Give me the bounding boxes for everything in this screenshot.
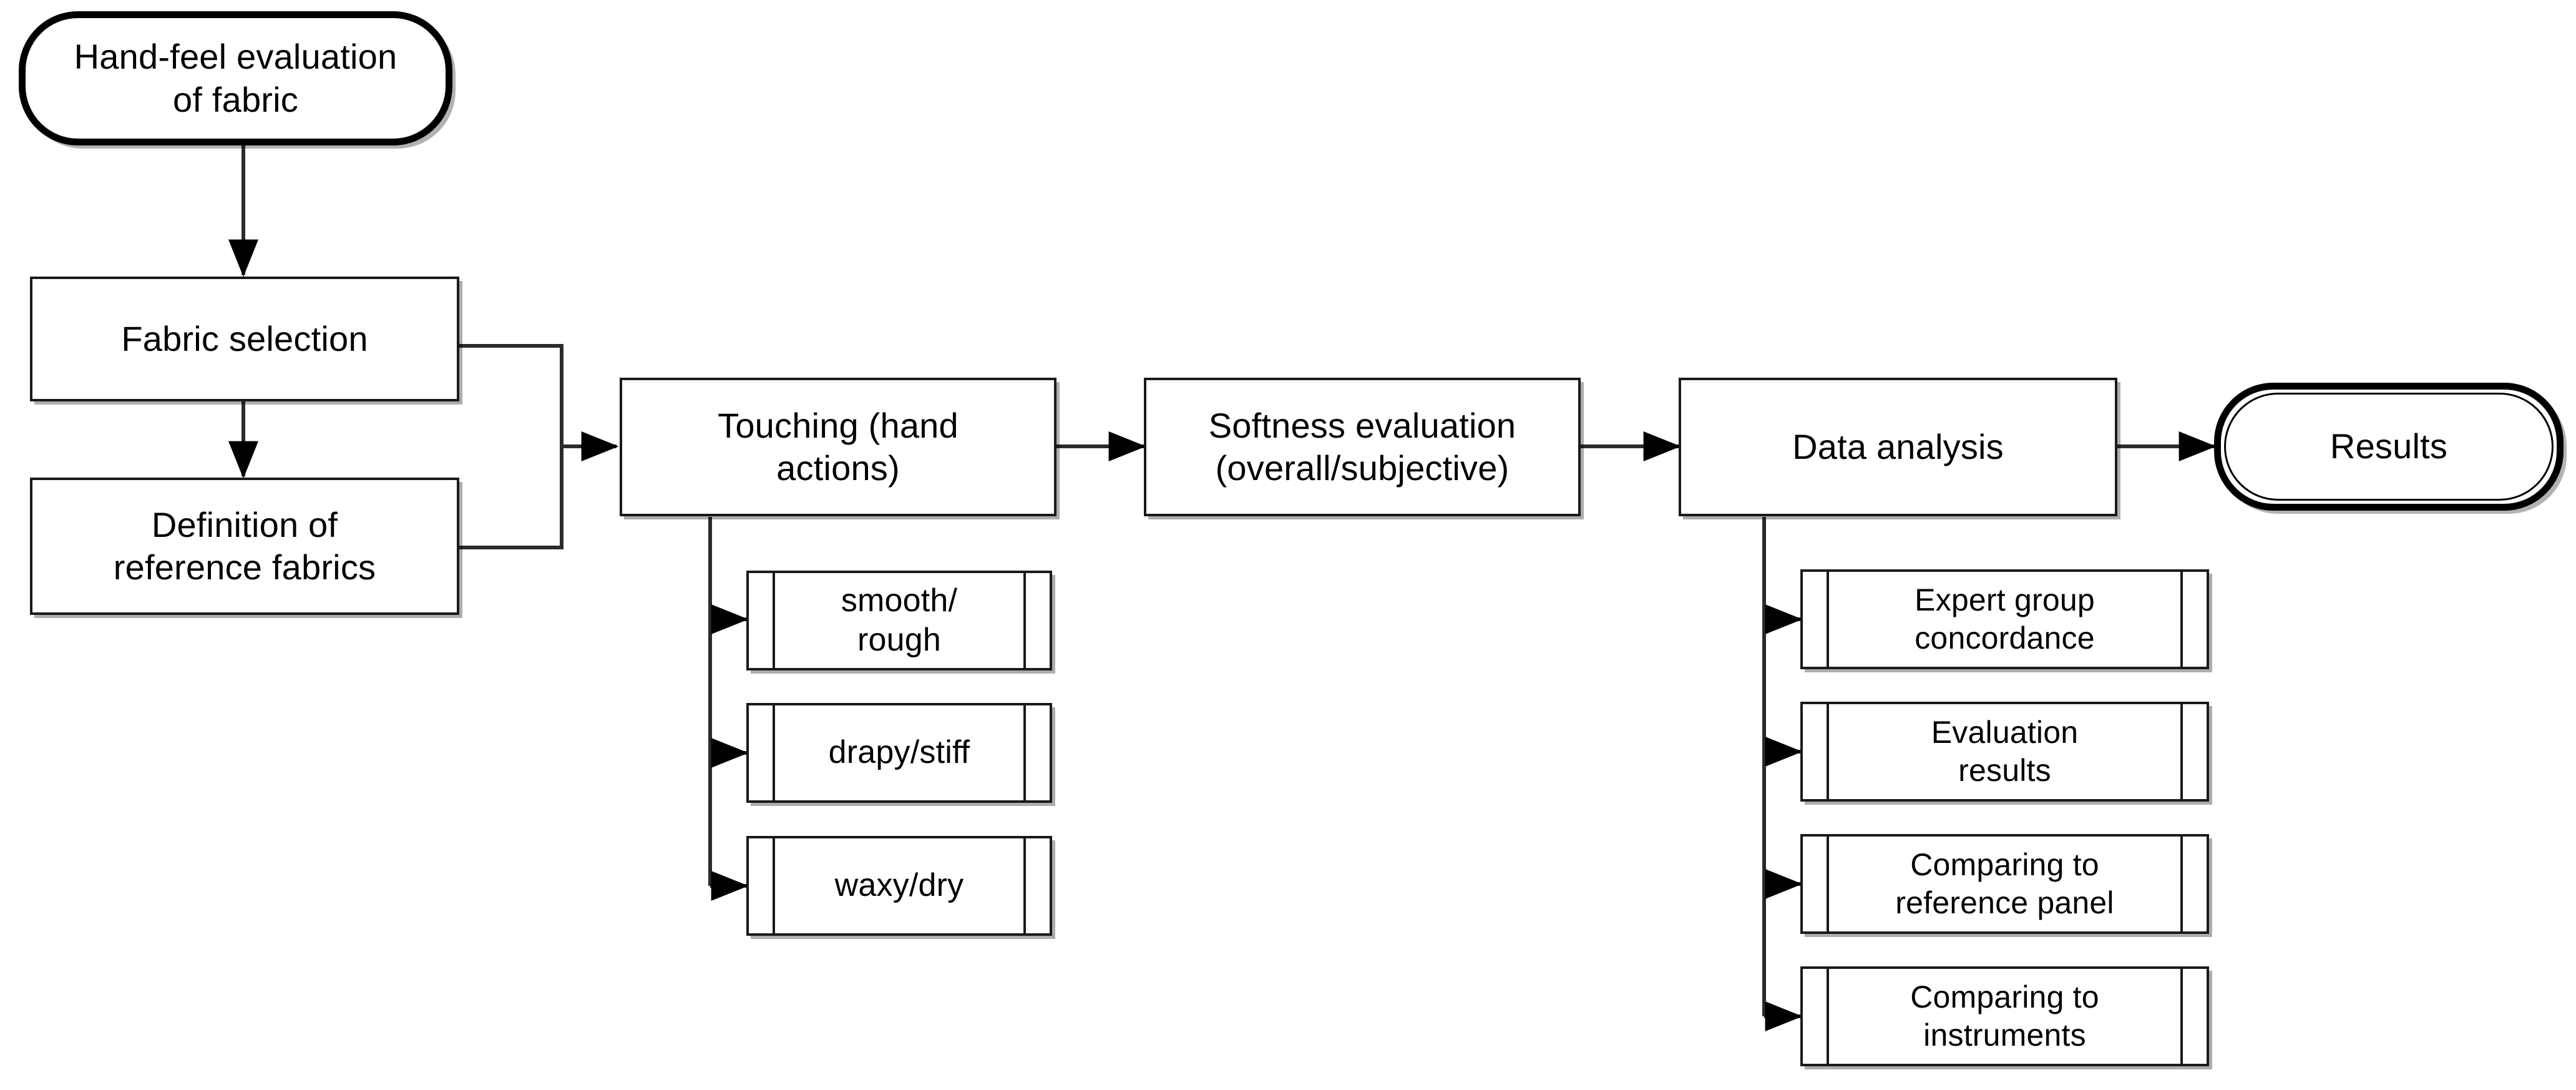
node-waxy-dry[interactable]: waxy/dry xyxy=(746,836,1052,936)
node-fabric-selection-label: Fabric selection xyxy=(121,318,368,358)
node-reference-fabrics[interactable]: Definition of reference fabrics xyxy=(30,478,459,615)
edge-fabric-selection-to-touching xyxy=(459,344,564,446)
edge-reference-fabrics-to-touching xyxy=(459,446,564,549)
node-data-analysis-label: Data analysis xyxy=(1792,426,2004,466)
node-data-analysis[interactable]: Data analysis xyxy=(1679,378,2117,516)
node-comparing-to-instruments[interactable]: Comparing to instruments xyxy=(1800,966,2209,1066)
node-start-label: Hand-feel evaluation of fabric xyxy=(74,37,398,119)
node-comparing-to-instruments-label: Comparing to instruments xyxy=(1910,980,2099,1053)
node-fabric-selection[interactable]: Fabric selection xyxy=(30,277,459,401)
node-expert-group-concordance[interactable]: Expert group concordance xyxy=(1800,569,2209,669)
node-start-terminator[interactable]: Hand-feel evaluation of fabric xyxy=(19,11,452,145)
node-evaluation-results[interactable]: Evaluation results xyxy=(1800,702,2209,802)
node-drapy-stiff-label: drapy/stiff xyxy=(828,734,970,771)
node-comparing-to-reference-panel-label: Comparing to reference panel xyxy=(1895,847,2114,920)
node-smooth-rough-label: smooth/ rough xyxy=(841,582,958,658)
node-smooth-rough[interactable]: smooth/ rough xyxy=(746,571,1052,670)
node-waxy-dry-label: waxy/dry xyxy=(834,867,964,904)
node-expert-group-concordance-label: Expert group concordance xyxy=(1915,582,2095,655)
node-touching[interactable]: Touching (hand actions) xyxy=(620,378,1056,516)
node-results-label: Results xyxy=(2330,426,2448,466)
node-comparing-to-reference-panel[interactable]: Comparing to reference panel xyxy=(1800,834,2209,934)
node-reference-fabrics-label: Definition of reference fabrics xyxy=(113,504,376,587)
node-softness-evaluation[interactable]: Softness evaluation (overall/subjective) xyxy=(1144,378,1581,516)
node-touching-label: Touching (hand actions) xyxy=(718,405,959,488)
node-results-terminator[interactable]: Results xyxy=(2214,383,2564,511)
node-evaluation-results-label: Evaluation results xyxy=(1931,715,2079,788)
node-softness-evaluation-label: Softness evaluation (overall/subjective) xyxy=(1208,405,1516,488)
node-drapy-stiff[interactable]: drapy/stiff xyxy=(746,703,1052,803)
